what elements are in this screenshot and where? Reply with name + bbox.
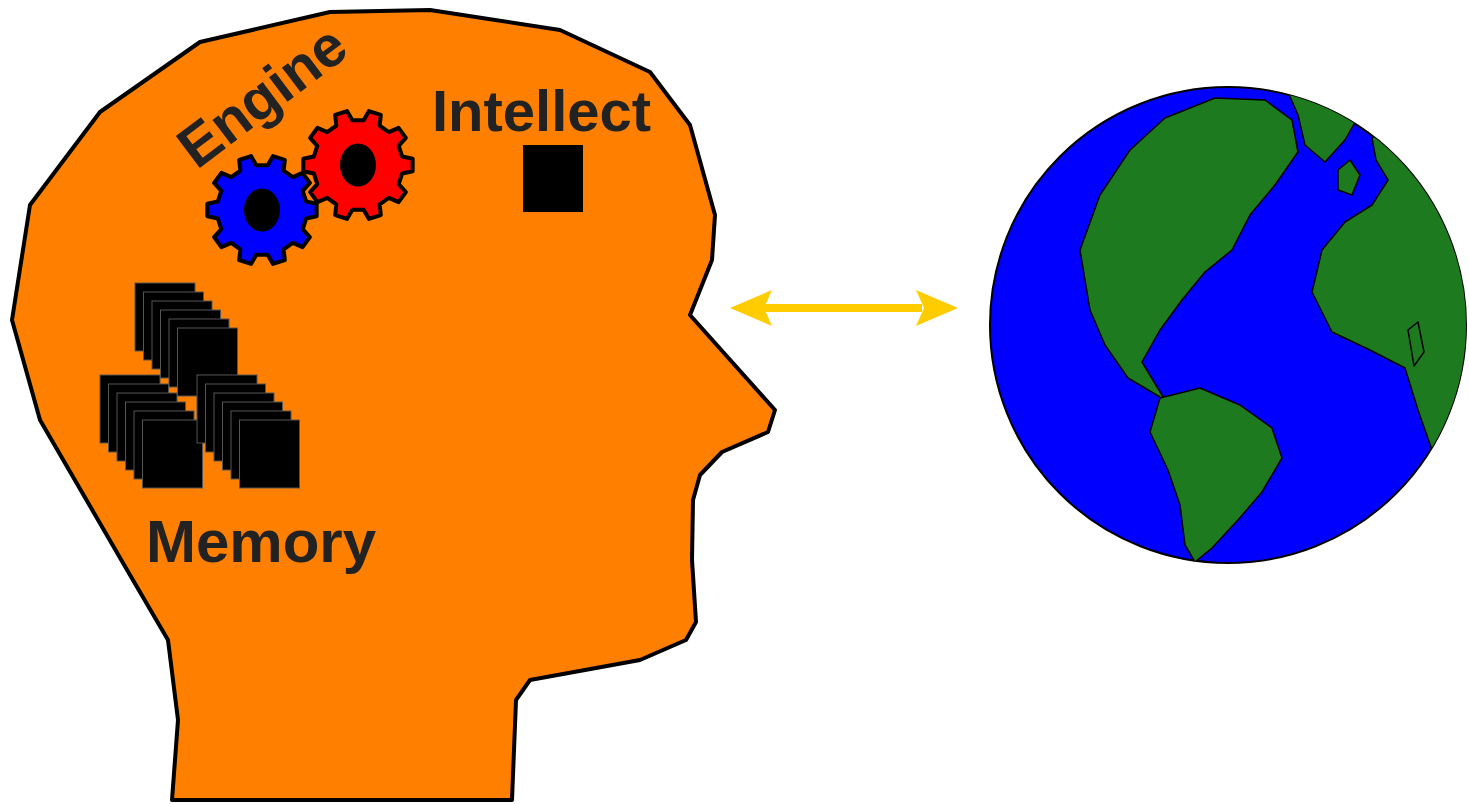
- double-arrow: [730, 290, 958, 326]
- gear: [303, 111, 412, 219]
- memory-stacks: [100, 283, 300, 488]
- intellect-label: Intellect: [432, 82, 651, 140]
- gear: [207, 156, 316, 264]
- globe: [990, 80, 1469, 563]
- memory-card: [143, 420, 203, 488]
- intellect-square: [523, 145, 583, 212]
- head-silhouette: [12, 10, 775, 800]
- memory-label: Memory: [146, 512, 376, 572]
- memory-card: [240, 420, 300, 488]
- memory-label-holder: Memory: [146, 512, 376, 572]
- intellect-label-holder: Intellect: [432, 82, 651, 140]
